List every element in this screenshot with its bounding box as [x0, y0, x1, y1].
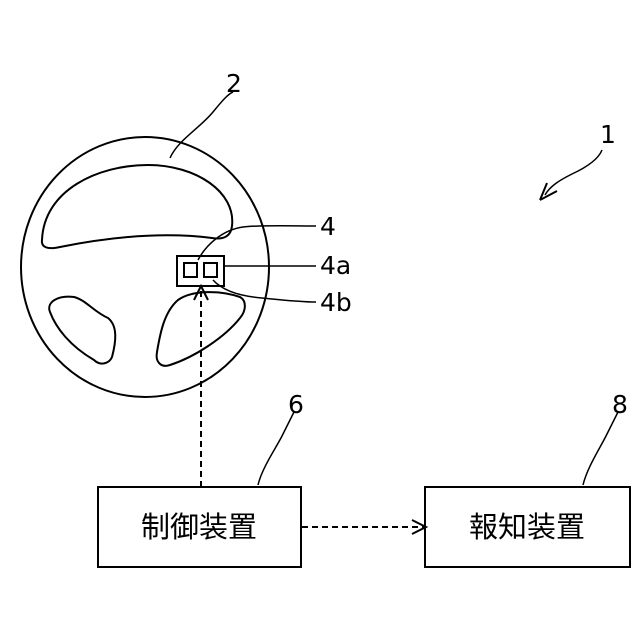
ref-6: 6 [288, 390, 304, 419]
steering-wheel-outer-rim [21, 137, 269, 397]
ref-4: 4 [320, 212, 336, 241]
leader-line-4b [213, 280, 316, 302]
leader-line-8 [583, 412, 618, 485]
steering-wheel-upper-opening [42, 165, 232, 248]
switch-4a [184, 263, 197, 277]
leader-line-4 [198, 226, 316, 260]
switch-4b [204, 263, 217, 277]
leader-line-2 [170, 92, 233, 158]
ref-4b: 4b [320, 288, 352, 317]
ref-4a: 4a [320, 251, 351, 280]
steering-wheel-lower-left-opening [49, 297, 115, 364]
system-reference-arrow [540, 150, 602, 200]
leader-line-6 [258, 412, 294, 485]
switch-unit [177, 256, 224, 286]
steering-wheel [21, 137, 269, 397]
notification-device-label: 報知装置 [469, 510, 585, 544]
control-device-label: 制御装置 [141, 510, 257, 544]
ref-1: 1 [600, 120, 616, 149]
control-to-notification-arrow [302, 520, 426, 534]
ref-2: 2 [226, 69, 242, 98]
ref-8: 8 [612, 390, 628, 419]
